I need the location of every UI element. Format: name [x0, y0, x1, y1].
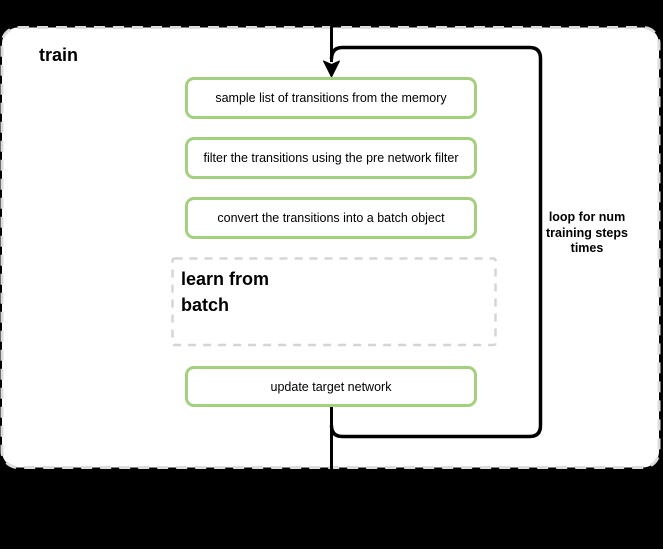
step-convert-batch-label: convert the transitions into a batch obj…	[217, 211, 445, 225]
step-sample-transitions: sample list of transitions from the memo…	[185, 77, 477, 119]
train-title: train	[39, 45, 79, 65]
step-filter-transitions: filter the transitions using the pre net…	[185, 137, 477, 179]
subprocess-learn-from-batch-label: learn from batch	[181, 269, 270, 315]
step-update-target-network: update target network	[185, 366, 477, 407]
step-filter-transitions-label: filter the transitions using the pre net…	[203, 151, 459, 165]
loop-label: loop for num training steps times	[546, 210, 628, 255]
subprocess-border	[171, 257, 497, 347]
step-convert-batch: convert the transitions into a batch obj…	[185, 197, 477, 239]
step-sample-transitions-label: sample list of transitions from the memo…	[215, 91, 447, 105]
step-update-target-network-label: update target network	[270, 379, 392, 394]
loop-boundary	[329, 45, 543, 439]
flow-arrowhead-icon	[323, 60, 340, 78]
